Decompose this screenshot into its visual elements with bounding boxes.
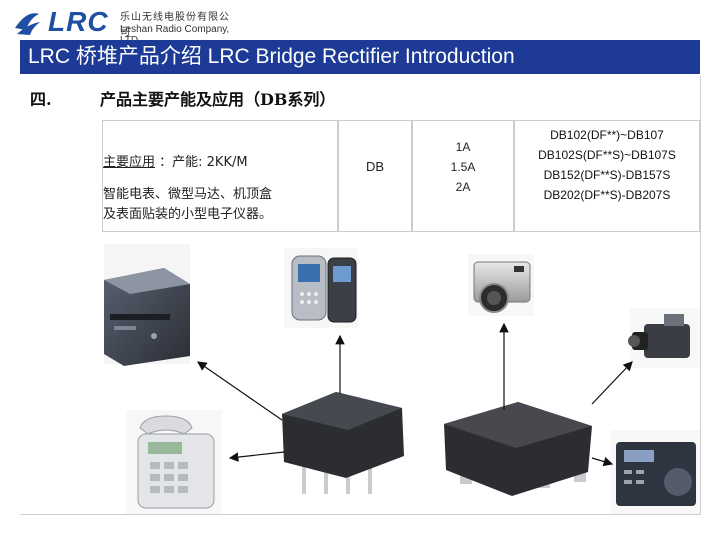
smd-bridge-rectifier-icon [444,402,592,496]
arrows [197,322,633,467]
current-value: 2A [455,180,471,194]
application-desc-line2: 及表面贴装的小型电子仪器。 [103,207,273,222]
camcorder-icon [628,308,700,368]
parts-cell: DB102(DF**)~DB107 DB102S(DF**S)~DB107S D… [514,120,700,232]
part-number: DB102(DF**)~DB107 [550,128,664,142]
capacity-text: ：产能: 2KK/M [155,155,248,170]
application-line: 主要应用 ：产能: 2KK/M [103,151,248,170]
application-label: 主要应用 [103,155,156,170]
logo-text: LRC [48,6,109,37]
part-number-list: DB102(DF**)~DB107 DB102S(DF**S)~DB107S D… [515,125,699,205]
set-top-box-icon [104,244,190,366]
lrc-logo-icon [15,13,40,35]
desk-telephone-icon [126,410,222,514]
product-type: DB [365,159,385,174]
application-desc-line1: 智能电表、微型马达、机顶盒 [103,187,273,202]
current-list: 1A 1.5A 2A [413,137,513,197]
application-images [104,244,700,514]
digital-camera-icon [468,254,534,316]
page-title: LRC 桥堆产品介绍 LRC Bridge Rectifier Introduc… [28,45,515,68]
mobile-phone-icon [284,248,358,328]
part-number: DB152(DF**S)-DB157S [543,168,671,182]
current-cell: 1A 1.5A 2A [412,120,514,232]
company-logo: LRC 乐山无线电股份有限公司 Leshan Radio Company, LT… [12,6,232,46]
title-bar: LRC 桥堆产品介绍 LRC Bridge Rectifier Introduc… [20,40,700,74]
current-value: 1A [455,140,471,154]
current-value: 1.5A [450,160,476,174]
application-cell: 主要应用 ：产能: 2KK/M 智能电表、微型马达、机顶盒 及表面贴装的小型电子… [102,120,338,232]
type-cell: DB [338,120,412,232]
section-number: 四. [30,90,52,109]
part-number: DB102S(DF**S)~DB107S [538,148,676,162]
part-number: DB202(DF**S)-DB207S [543,188,671,202]
section-title: 产品主要产能及应用（DB系列） [100,90,336,109]
spec-table: 主要应用 ：产能: 2KK/M 智能电表、微型马达、机顶盒 及表面贴装的小型电子… [102,120,700,232]
content-panel: 四. 产品主要产能及应用（DB系列） 主要应用 ：产能: 2KK/M 智能电表、… [20,76,701,515]
radio-icon [610,430,700,514]
bridge-rectifier-chip-icon [282,392,404,494]
company-name-cn: 乐山无线电股份有限公司 [120,12,230,38]
